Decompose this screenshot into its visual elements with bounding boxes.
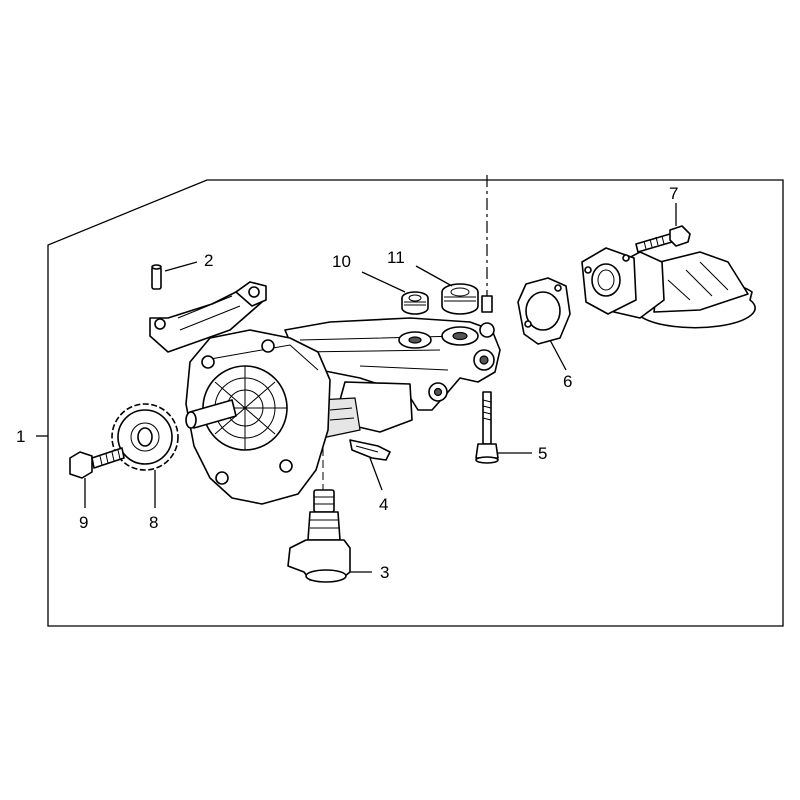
part-5-mounting-bolt [475, 391, 499, 464]
part-4-retainer-clip [349, 439, 391, 461]
callout-10: 10 [332, 252, 351, 271]
part-8-drive-sprocket [111, 403, 179, 471]
pump-baffle-bracket [149, 281, 267, 353]
leader-line-2 [164, 261, 198, 272]
part-2-dowel-pin [151, 264, 162, 290]
callout-11: 11 [387, 248, 405, 267]
part-3-control-valve [287, 448, 351, 583]
alignment-stud [481, 295, 493, 313]
part-9-sprocket-bolt [69, 447, 125, 479]
callout-8: 8 [149, 513, 158, 532]
part-11-seal-ring [441, 283, 479, 315]
callout-4: 4 [379, 495, 388, 514]
assembly-frame [47, 179, 784, 627]
callout-3: 3 [380, 563, 389, 582]
callout-6: 6 [563, 372, 572, 391]
part-7-pickup-bolt [635, 225, 691, 253]
callout-1: 1 [16, 427, 25, 446]
callout-5: 5 [538, 444, 547, 463]
leader-line-10 [361, 271, 406, 293]
callout-9: 9 [79, 513, 88, 532]
part-10-o-ring-seal [401, 291, 429, 315]
oil-pump-housing [185, 317, 501, 505]
callout-2: 2 [204, 251, 213, 270]
oil-pickup-tube [581, 247, 756, 329]
leader-line-4 [369, 457, 383, 491]
leader-line-11 [415, 265, 453, 287]
part-6-gasket [517, 277, 571, 345]
callout-7: 7 [669, 184, 678, 203]
leader-line-6 [549, 339, 567, 371]
